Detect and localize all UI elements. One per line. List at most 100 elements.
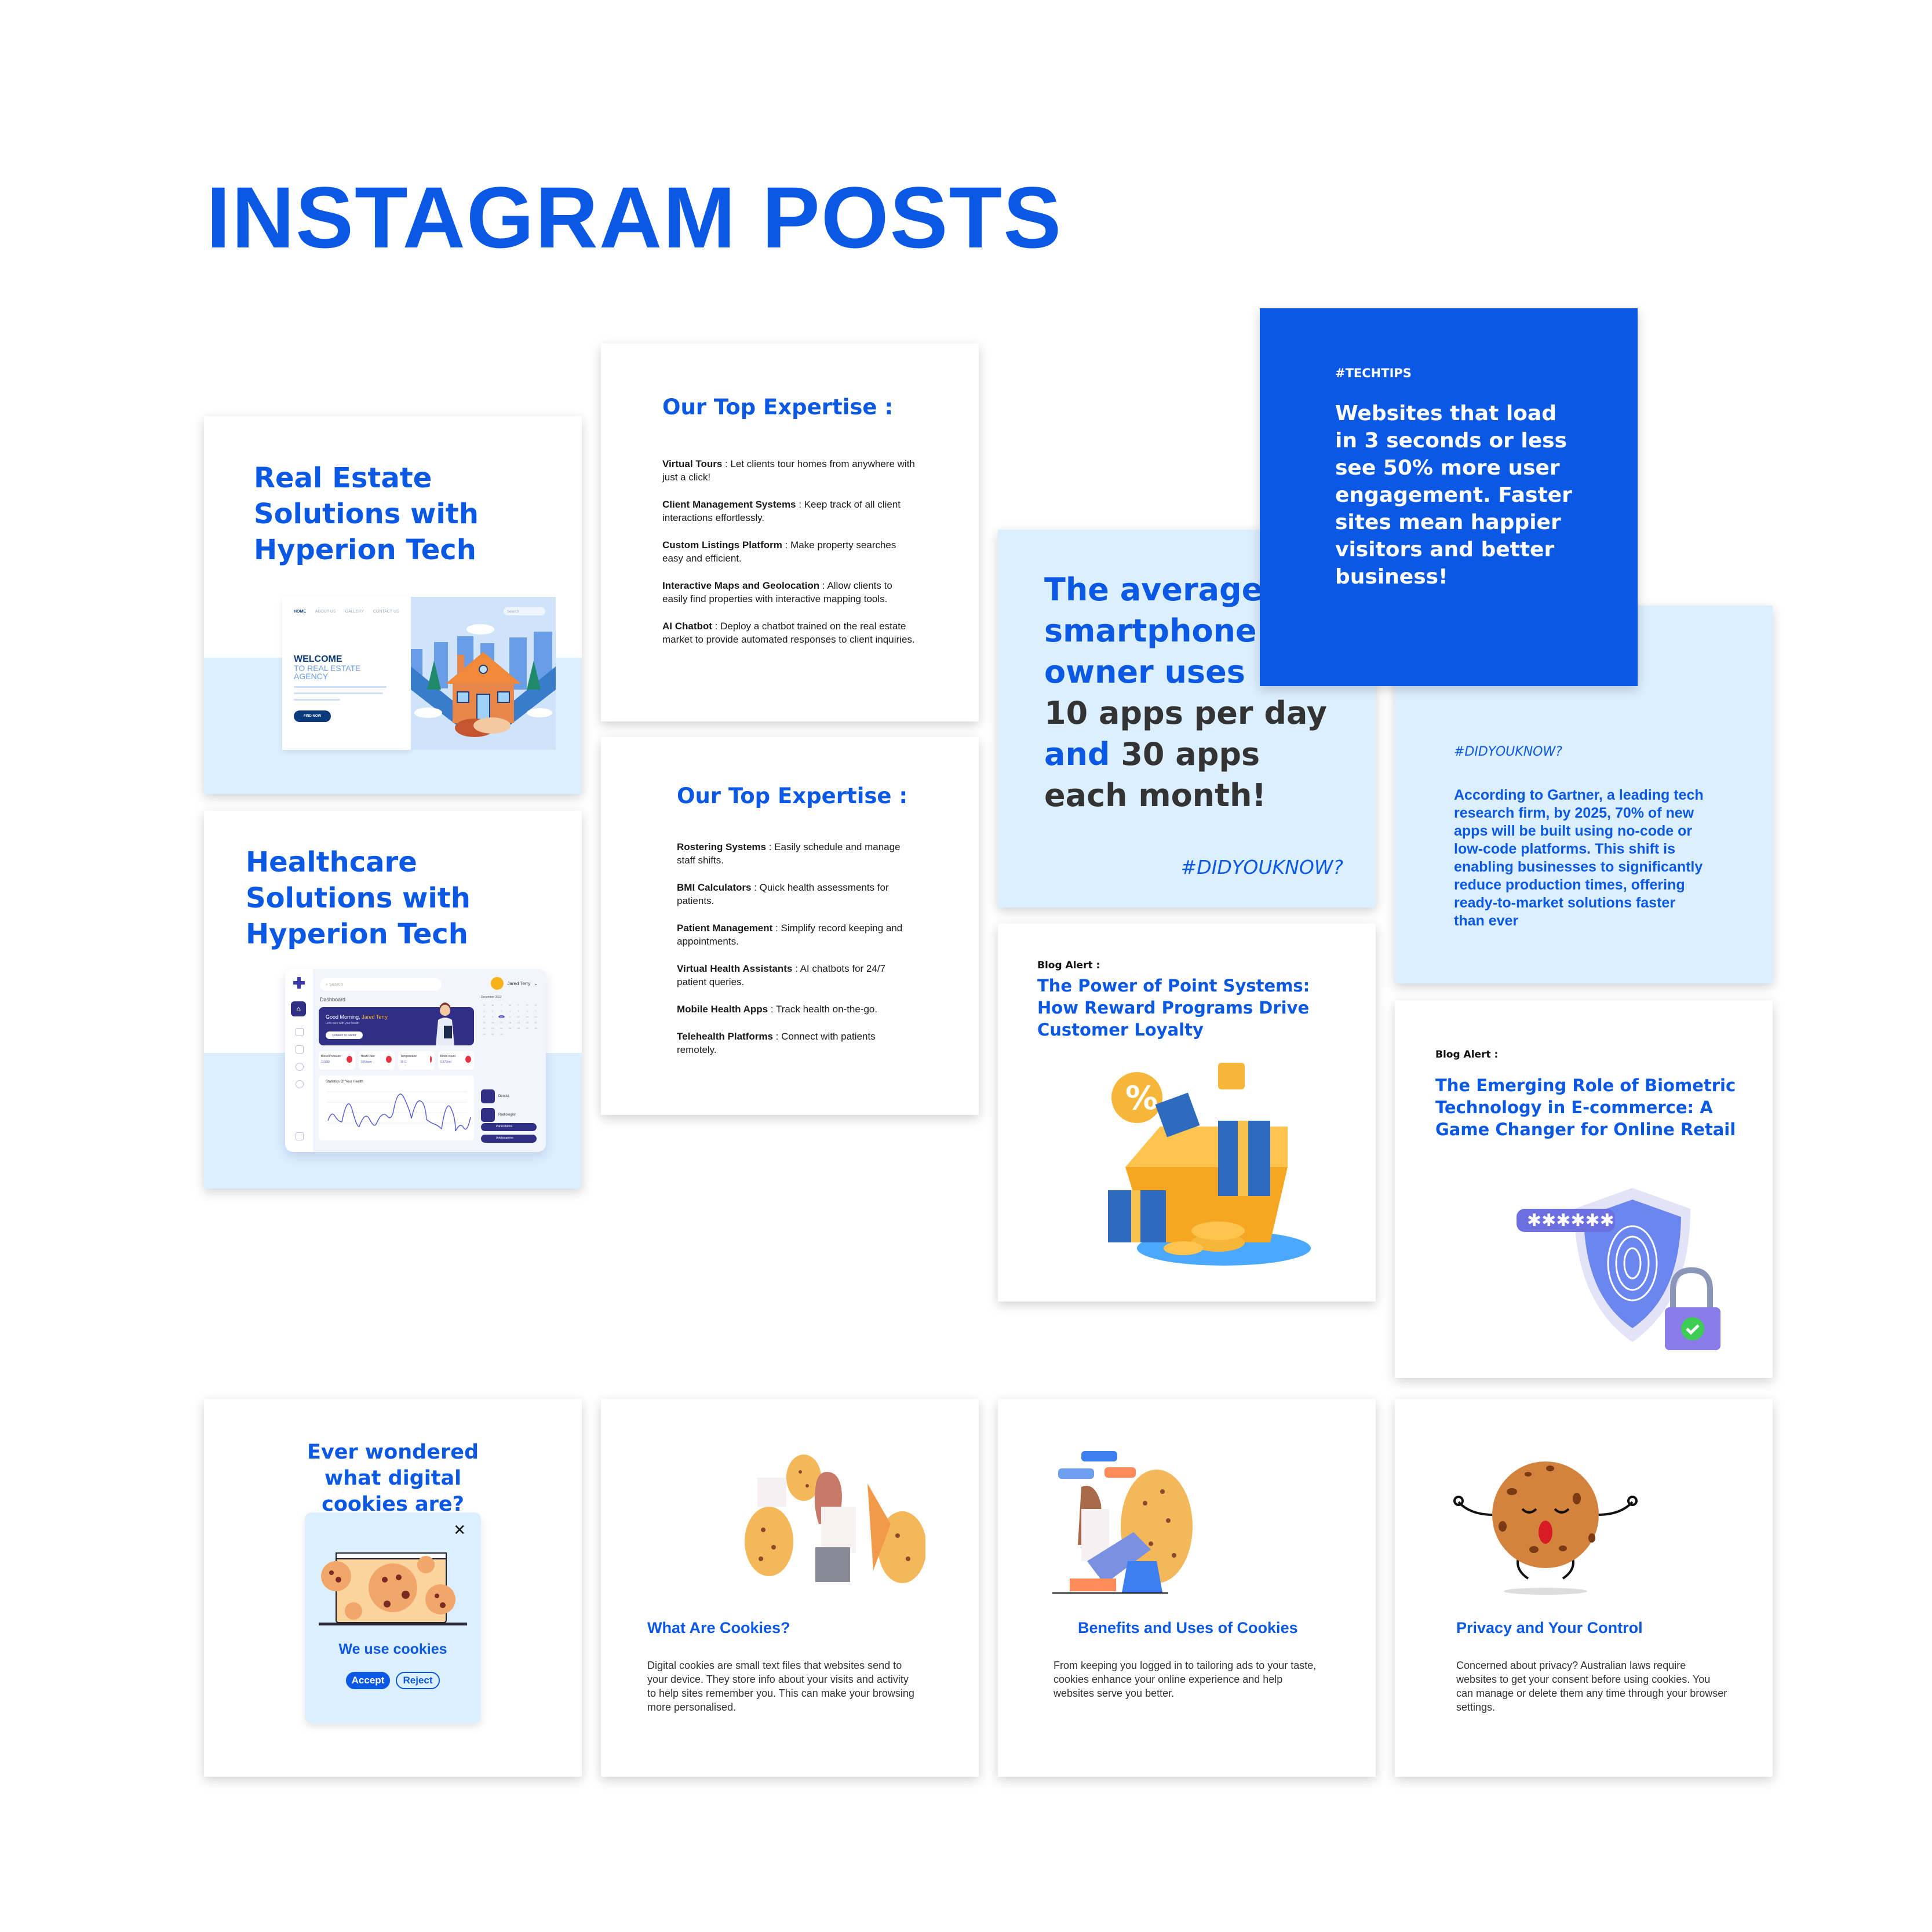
expertise-name: BMI Calculators <box>677 882 752 893</box>
find-now-button: FIND NOW <box>294 710 331 722</box>
calendar-day: W <box>509 1004 511 1007</box>
medicine-item: Paracetamol <box>481 1123 537 1131</box>
post-title: What Are Cookies? <box>647 1619 790 1636</box>
vital-label: Blood count <box>440 1055 455 1058</box>
expertise-item: Custom Listings Platform : Make property… <box>662 539 896 564</box>
calendar-day: T <box>517 1004 520 1007</box>
post-body: From keeping you logged in to tailoring … <box>1054 1660 1317 1699</box>
post-title: Ever wondered what digital cookies are? <box>307 1441 479 1516</box>
fact-line: owner uses <box>1044 654 1245 690</box>
chat-bubble <box>1058 1468 1094 1479</box>
accept-button[interactable]: Accept <box>346 1672 390 1689</box>
search-icon: ⌕ <box>326 982 330 987</box>
hashtag: #DIDYOUKNOW? <box>1180 856 1343 878</box>
calendar-day: 22 <box>483 1027 486 1030</box>
calendar-day: 1 <box>483 1009 485 1012</box>
health-statistics-chart: Statistics Of Your Health <box>319 1076 474 1140</box>
nav-item-gallery: GALLERY <box>345 610 364 614</box>
mockup-illustration: Search <box>411 597 556 750</box>
user-icon <box>296 1063 304 1071</box>
post-real-estate: Real Estate Solutions with Hyperion Tech… <box>204 416 582 794</box>
nav-item-contact: CONTACT US <box>373 610 399 614</box>
post-blog-points: Blog Alert : The Power of Point Systems:… <box>998 924 1376 1302</box>
expertise-name: Virtual Tours <box>662 458 723 469</box>
calendar-day: 11 <box>508 1015 512 1018</box>
chat-bubble <box>1104 1467 1136 1478</box>
expertise-item: Virtual Health Assistants : AI chatbots … <box>677 963 885 987</box>
thermometer-icon <box>429 1056 432 1063</box>
nav-item-home: HOME <box>294 610 306 614</box>
welcome-heading: WELCOME <box>294 654 342 664</box>
blog-label: Blog Alert : <box>1037 960 1100 971</box>
post-cookies-intro: Ever wondered what digital cookies are? … <box>204 1399 582 1777</box>
calendar-day: 16 <box>491 1021 494 1024</box>
biometric-shield-illustration: ✱✱✱✱✱✱ <box>1517 1188 1720 1350</box>
post-body: Concerned about privacy? Australian laws… <box>1456 1660 1727 1713</box>
reject-button[interactable]: Reject <box>396 1672 440 1689</box>
vital-label: Heart Rate <box>360 1055 375 1058</box>
connect-doctor-button: Connect To Doctor <box>326 1031 363 1039</box>
fact-line: smartphone <box>1044 613 1257 649</box>
title-line: Hyperion Tech <box>246 918 468 950</box>
woman-with-cookies-illustration <box>745 1455 925 1583</box>
cart-icon <box>1218 1063 1245 1089</box>
calendar-day: 29 <box>483 1033 486 1036</box>
title-line: Hyperion Tech <box>254 534 476 566</box>
user-name: Jared Terry <box>507 980 531 986</box>
expertise-name: Client Management Systems <box>662 499 796 510</box>
dashboard-sidebar: ⌂ <box>285 969 313 1152</box>
calendar-day: 21 <box>534 1021 537 1024</box>
expertise-desc: Track health on-the-go. <box>775 1004 878 1015</box>
calendar-day: 3 <box>501 1009 502 1012</box>
appointment-item: Dentist <box>481 1089 541 1103</box>
blog-title: The Emerging Role of Biometric Technolog… <box>1435 1076 1736 1139</box>
health-dashboard-mockup: ⌂ ⌕ Search Jared Terry⌄ Dashboard Good M… <box>285 969 546 1152</box>
user-menu: Jared Terry⌄ <box>491 977 538 990</box>
post-cookies-benefits: Benefits and Uses of Cookies From keepin… <box>998 1399 1376 1777</box>
calendar-day: 5 <box>517 1009 519 1012</box>
search-placeholder: Search <box>507 609 519 614</box>
medical-cross-logo-icon <box>293 977 305 989</box>
expertise-desc: Make property searches easy and efficien… <box>662 539 896 564</box>
expertise-name: Interactive Maps and Geolocation <box>662 580 820 591</box>
home-icon: ⌂ <box>291 1001 306 1016</box>
expertise-title: Our Top Expertise : <box>677 783 908 808</box>
calendar-day: 9 <box>492 1015 494 1018</box>
post-title: Real Estate Solutions with Hyperion Tech <box>254 460 479 568</box>
blog-title: The Power of Point Systems: How Reward P… <box>1037 976 1310 1040</box>
calendar-day: 13 <box>526 1015 528 1018</box>
fact-word: 30 apps <box>1121 736 1260 772</box>
close-icon[interactable]: ✕ <box>450 1521 469 1540</box>
calendar-day: F <box>526 1004 528 1007</box>
mockup-nav: HOME ABOUT US GALLERY CONTACT US <box>294 610 399 614</box>
post-expertise-healthcare: Our Top Expertise : Rostering Systems : … <box>601 737 979 1115</box>
fact-word: and <box>1044 736 1110 772</box>
expertise-name: Patient Management <box>677 923 773 934</box>
calendar-day: 30 <box>491 1033 494 1036</box>
hashtag: #TECHTIPS <box>1335 366 1412 380</box>
expertise-item: Rostering Systems : Easily schedule and … <box>677 841 901 866</box>
title-line: Solutions with <box>254 498 479 530</box>
laptop-cookies-illustration <box>319 1552 467 1625</box>
house-handshake-illustration <box>411 624 556 737</box>
greeting: Good Morning, Jared Terry <box>326 1014 388 1020</box>
calendar-day: 28 <box>534 1027 537 1030</box>
calendar-day: 4 <box>509 1009 511 1012</box>
expertise-desc: Quick health assessments for patients. <box>677 882 889 906</box>
vital-value: 105 bpm <box>360 1060 372 1064</box>
avatar <box>491 977 504 990</box>
search-placeholder: Search <box>329 982 344 987</box>
calendar-day: 10 <box>498 1015 505 1018</box>
blood-cells-icon <box>465 1056 471 1063</box>
expertise-desc: Easily schedule and manage staff shifts. <box>677 841 901 866</box>
landing-page-mockup: HOME ABOUT US GALLERY CONTACT US WELCOME… <box>282 597 556 750</box>
chart-icon <box>296 1045 304 1054</box>
calendar-month: December 2022 <box>481 996 502 999</box>
post-title: Healthcare Solutions with Hyperion Tech <box>246 844 471 952</box>
calendar-day: 12 <box>517 1015 520 1018</box>
calendar-day: 31 <box>500 1033 503 1036</box>
expertise-list: Virtual Tours : Let clients tour homes f… <box>662 457 917 660</box>
